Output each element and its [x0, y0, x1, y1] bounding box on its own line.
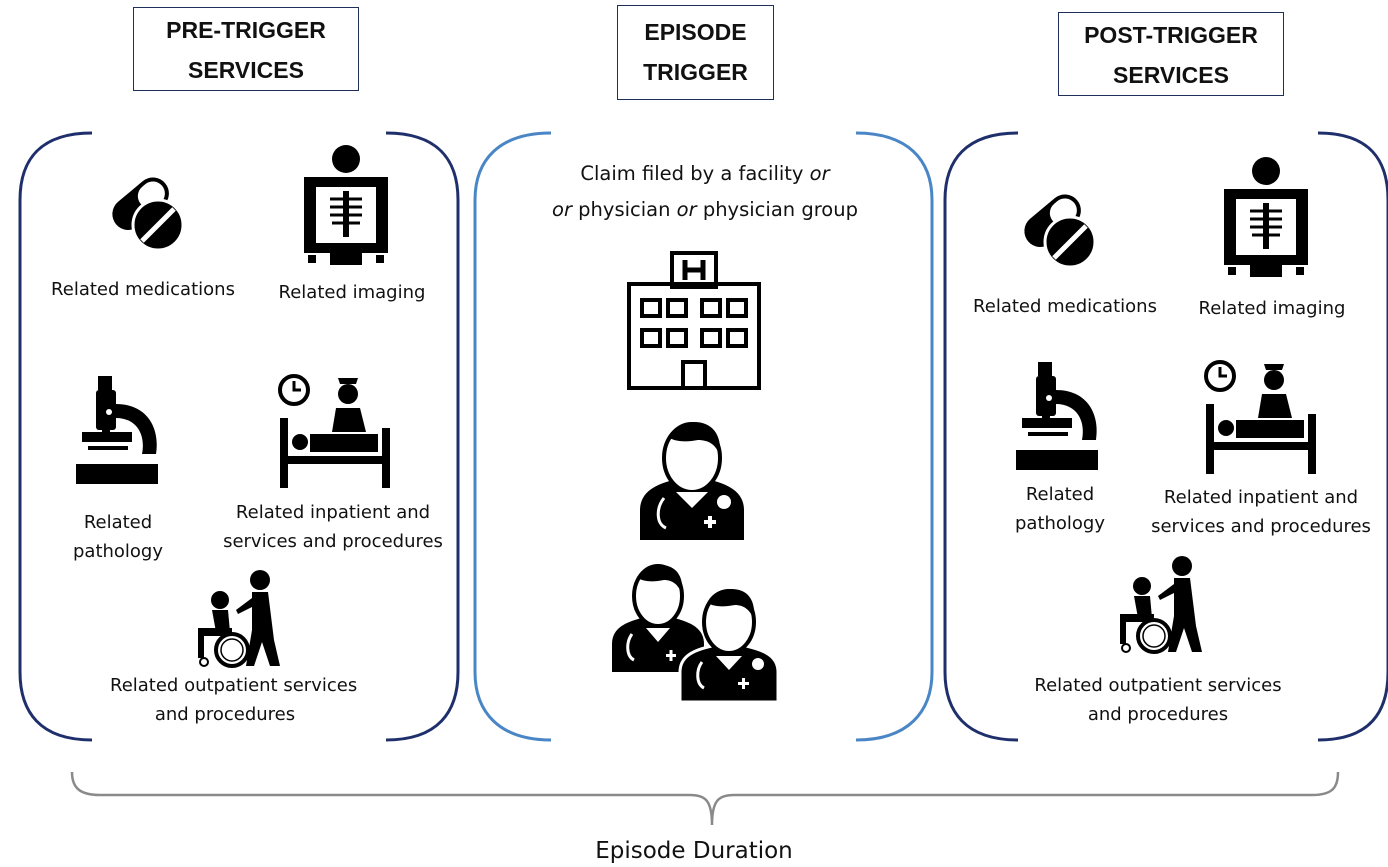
- claim-text-line2: or physician or physician group: [552, 198, 858, 221]
- post-trigger-header: POST-TRIGGER SERVICES: [1058, 12, 1284, 96]
- pre-inpatient-label: Related inpatient and services and proce…: [218, 498, 448, 556]
- xray-icon: [304, 145, 388, 265]
- pre-imaging-label: Related imaging: [278, 282, 426, 303]
- physician-group-icon: [612, 564, 780, 702]
- post-medications-label: Related medications: [973, 296, 1157, 317]
- inpatient-bed-icon: [278, 374, 390, 488]
- microscope-icon: [1016, 362, 1098, 470]
- episode-duration-brace: [70, 771, 1340, 826]
- pre-inpatient-line2: services and procedures: [223, 531, 443, 552]
- post-imaging-label: Related imaging: [1198, 298, 1346, 319]
- pre-trigger-header-line2: SERVICES: [188, 57, 304, 83]
- post-pathology-label: Related pathology: [1000, 480, 1120, 538]
- pre-outpatient-line1: Related outpatient services: [110, 675, 358, 696]
- trigger-left-bracket: [473, 131, 552, 742]
- physician-icon: [640, 422, 744, 540]
- post-inpatient-line2: services and procedures: [1151, 516, 1371, 537]
- pills-icon: [112, 177, 185, 252]
- pre-left-bracket: [18, 131, 93, 742]
- post-outpatient-label: Related outpatient services and procedur…: [1030, 671, 1286, 729]
- wheelchair-assist-icon: [1120, 556, 1202, 654]
- post-left-bracket: [943, 131, 1019, 742]
- claim-text: Claim filed by a facility or or physicia…: [530, 156, 880, 228]
- post-pathology-line1: Related: [1025, 484, 1095, 505]
- pre-trigger-header-line1: PRE-TRIGGER: [166, 17, 326, 43]
- pre-trigger-header: PRE-TRIGGER SERVICES: [133, 7, 359, 91]
- pre-pathology-line2: pathology: [72, 541, 164, 562]
- pre-medications-label: Related medications: [51, 279, 235, 300]
- post-inpatient-label: Related inpatient and services and proce…: [1146, 483, 1376, 541]
- pre-inpatient-line1: Related inpatient and: [235, 502, 431, 523]
- post-inpatient-line1: Related inpatient and: [1163, 487, 1359, 508]
- post-outpatient-line2: and procedures: [1087, 704, 1229, 725]
- post-trigger-header-line2: SERVICES: [1113, 62, 1229, 88]
- pre-outpatient-label: Related outpatient services and procedur…: [110, 671, 358, 729]
- inpatient-bed-icon: [1204, 360, 1316, 474]
- post-trigger-header-line1: POST-TRIGGER: [1084, 22, 1258, 48]
- wheelchair-assist-icon: [198, 570, 280, 668]
- pills-icon: [1024, 194, 1097, 269]
- post-outpatient-line1: Related outpatient services: [1034, 675, 1282, 696]
- trigger-right-bracket: [855, 131, 934, 742]
- post-pathology-line2: pathology: [1014, 513, 1106, 534]
- pre-right-bracket: [385, 131, 460, 742]
- microscope-icon: [76, 376, 158, 484]
- hospital-icon: [627, 251, 761, 390]
- post-right-bracket: [1317, 131, 1388, 742]
- pre-outpatient-line2: and procedures: [154, 704, 296, 725]
- pre-pathology-label: Related pathology: [58, 508, 178, 566]
- episode-trigger-header-line2: TRIGGER: [643, 59, 748, 85]
- episode-duration-label: Episode Duration: [595, 838, 793, 864]
- claim-text-line1: Claim filed by a facility or: [580, 162, 830, 185]
- episode-trigger-header: EPISODE TRIGGER: [617, 5, 774, 100]
- xray-icon: [1224, 157, 1308, 277]
- pre-pathology-line1: Related: [83, 512, 153, 533]
- episode-trigger-header-line1: EPISODE: [644, 19, 747, 45]
